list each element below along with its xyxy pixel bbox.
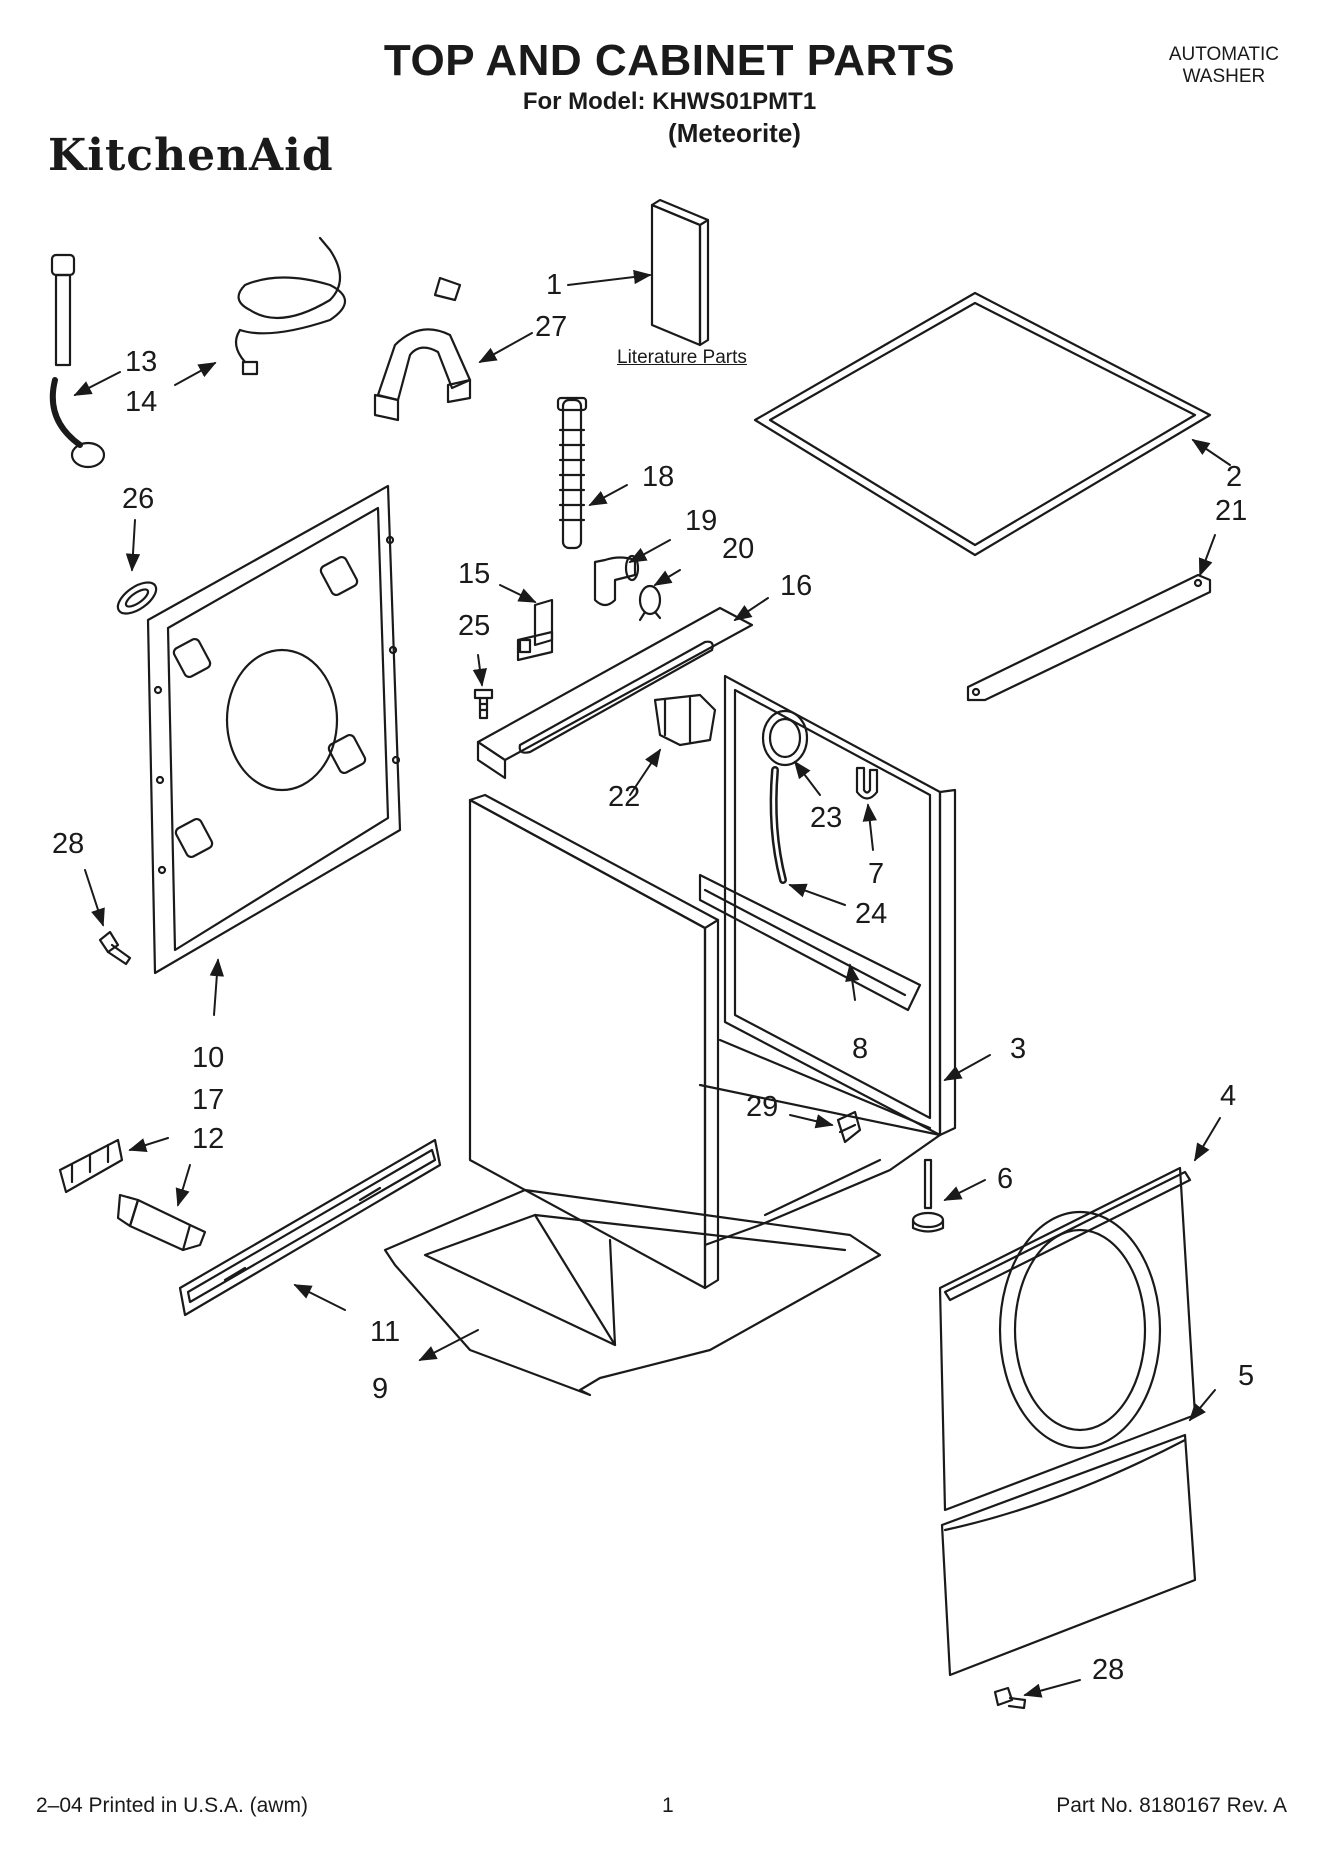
callout-2: 2	[1226, 461, 1243, 493]
product-type-line2: WASHER	[1182, 66, 1266, 87]
callout-28-right: 28	[1092, 1654, 1125, 1686]
callout-14: 14	[125, 386, 158, 418]
callout-11: 11	[370, 1316, 401, 1348]
wire-clip	[58, 1138, 124, 1194]
callout-8: 8	[852, 1033, 869, 1065]
callout-23: 23	[810, 802, 843, 834]
base-rail	[178, 1138, 442, 1317]
callout-13: 13	[125, 346, 158, 378]
product-type: AUTOMATIC WASHER	[1169, 44, 1279, 88]
callout-19: 19	[685, 505, 718, 537]
callout-4: 4	[1220, 1080, 1237, 1112]
leveling-foot	[911, 1158, 945, 1233]
callout-28-left: 28	[52, 828, 85, 860]
hose-clamp	[638, 584, 662, 622]
callout-12: 12	[192, 1123, 225, 1155]
literature-parts-label: Literature Parts	[617, 347, 747, 368]
callout-10: 10	[192, 1042, 225, 1074]
product-type-line1: AUTOMATIC	[1168, 44, 1279, 65]
part-number: Part No. 8180167 Rev. A	[1056, 1794, 1287, 1817]
callout-24: 24	[855, 898, 888, 930]
lid-switch	[653, 693, 717, 747]
callout-1: 1	[546, 269, 563, 301]
cabinet-frame	[698, 674, 957, 1247]
callout-29: 29	[746, 1091, 779, 1123]
base-tray	[383, 1188, 882, 1397]
top-cover-strip	[476, 606, 754, 780]
callout-15: 15	[458, 558, 491, 590]
callout-6: 6	[997, 1163, 1014, 1195]
power-cord	[234, 236, 347, 376]
screw-28-left	[98, 930, 132, 966]
rear-panel	[146, 484, 402, 975]
top-panel	[753, 291, 1212, 557]
page-number: 1	[662, 1794, 674, 1817]
cabinet-side-panel	[468, 793, 720, 1290]
model-line: For Model: KHWS01PMT1	[522, 88, 817, 115]
callout-5: 5	[1238, 1360, 1255, 1392]
callout-21: 21	[1215, 495, 1248, 527]
control-bracket	[516, 598, 554, 662]
inlet-hose	[49, 253, 106, 469]
toe-panel	[940, 1433, 1197, 1677]
callout-3: 3	[1010, 1033, 1027, 1065]
callout-27: 27	[535, 311, 568, 343]
hose-holder	[373, 276, 472, 422]
callout-17: 17	[192, 1084, 225, 1116]
screw-25	[473, 688, 494, 720]
variant-label: (Meteorite)	[668, 118, 801, 148]
top-bracket	[966, 573, 1212, 702]
grommet	[116, 581, 158, 615]
drain-elbow	[593, 554, 640, 607]
callout-arrows	[73, 269, 1231, 1698]
screw-28-right	[993, 1686, 1027, 1710]
front-panel	[938, 1166, 1197, 1512]
leveling-leg	[116, 1193, 207, 1252]
callout-20: 20	[722, 533, 755, 565]
base-clip	[836, 1110, 862, 1144]
callout-7: 7	[868, 858, 885, 890]
callout-25: 25	[458, 610, 491, 642]
callout-9: 9	[372, 1373, 389, 1405]
pressure-hose	[769, 766, 787, 884]
drain-hose	[556, 396, 588, 550]
hose-clip	[855, 766, 879, 800]
literature-pack	[650, 198, 710, 347]
callout-16: 16	[780, 570, 813, 602]
callout-22: 22	[608, 781, 641, 813]
brand-logo: KitchenAid	[48, 130, 334, 181]
pressure-switch	[761, 709, 809, 767]
page-title: TOP AND CABINET PARTS	[383, 36, 956, 85]
print-info: 2–04 Printed in U.S.A. (awm)	[36, 1794, 308, 1817]
callout-18: 18	[642, 461, 675, 493]
callout-26: 26	[122, 483, 155, 515]
